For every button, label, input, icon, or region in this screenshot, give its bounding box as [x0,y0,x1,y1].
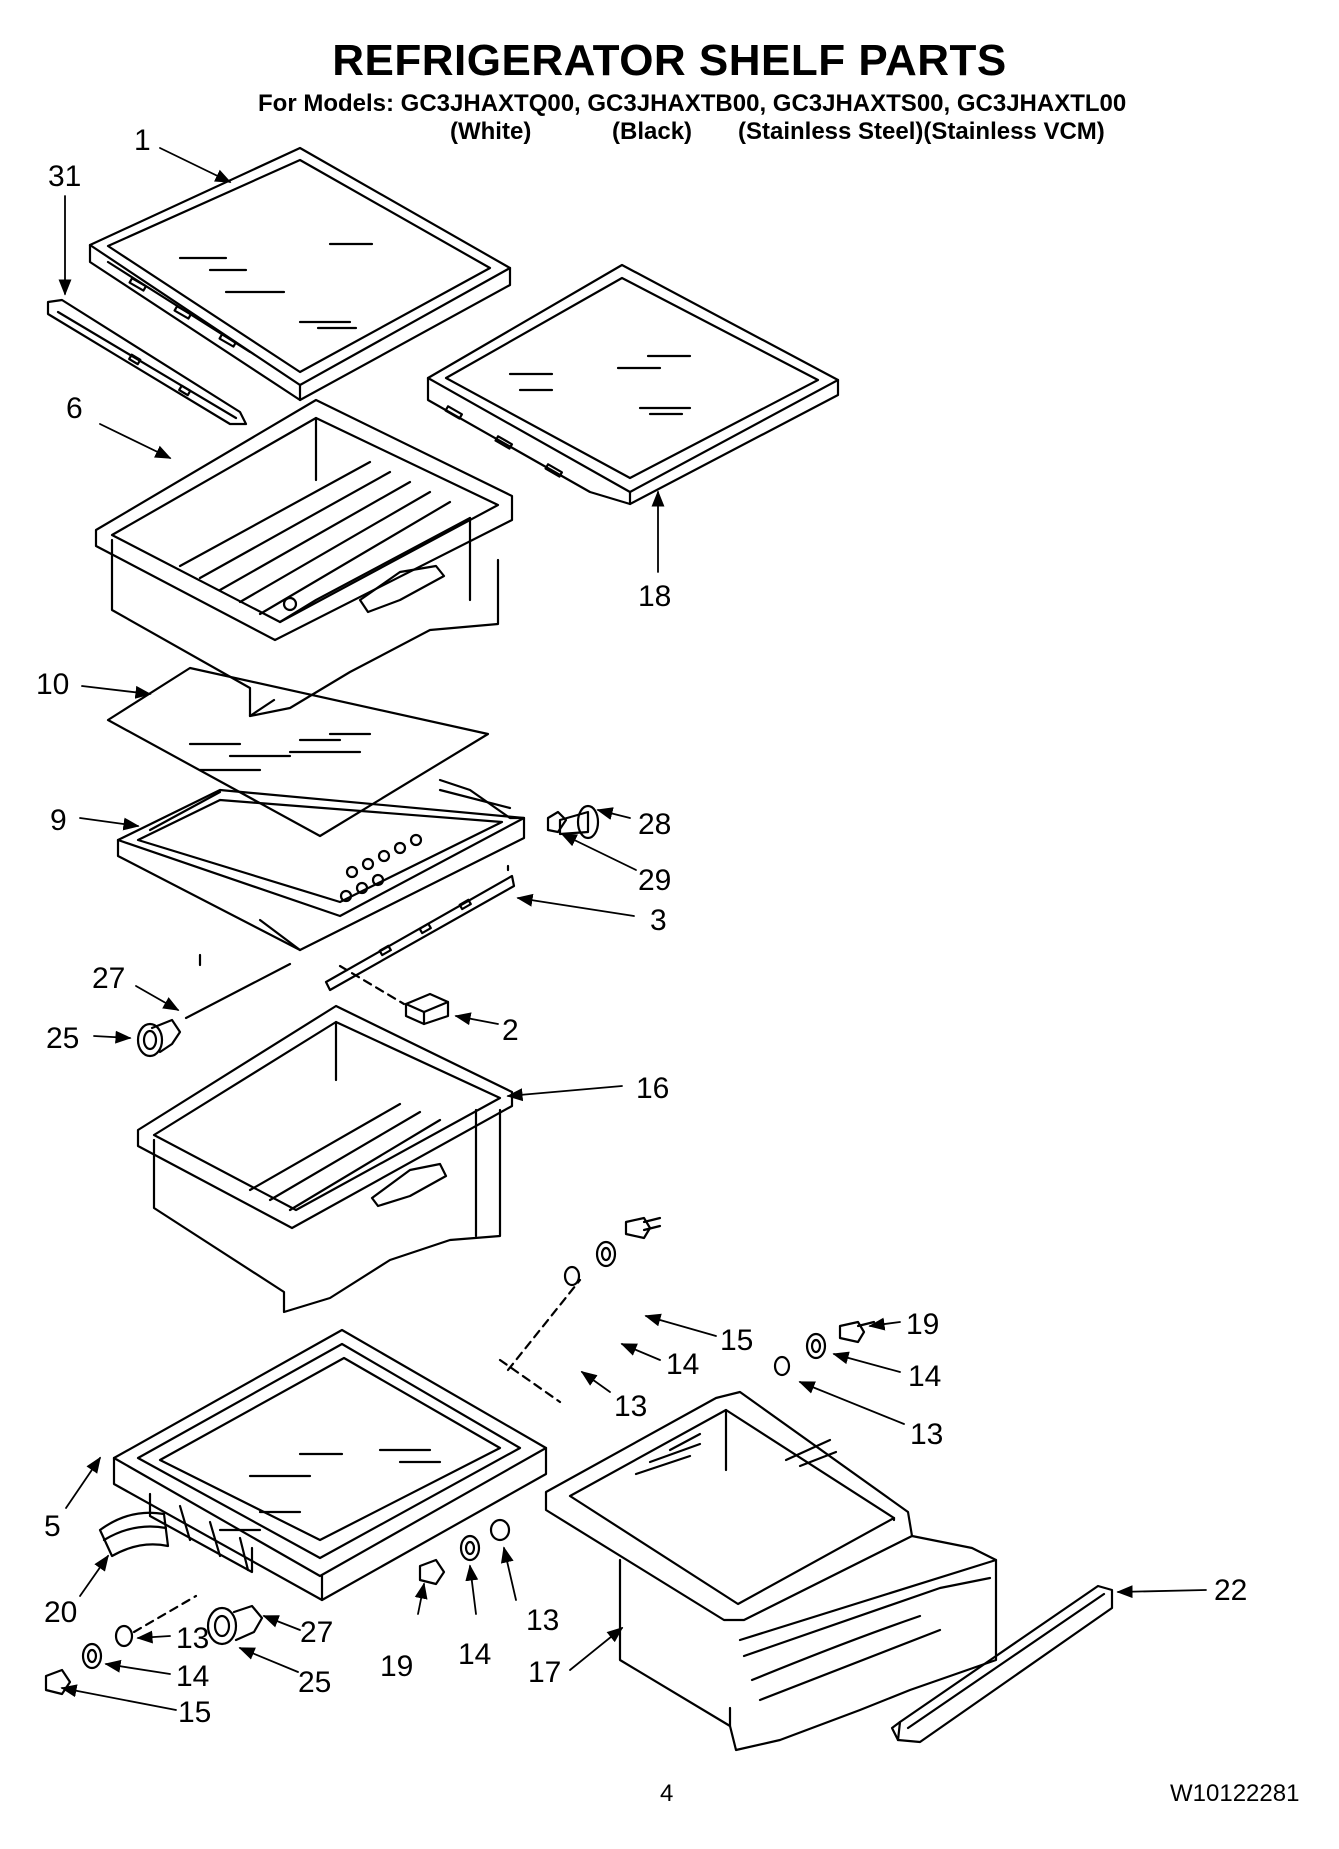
callout-27: 27 [92,962,125,995]
callout-27-lower: 27 [300,1616,333,1649]
callout-28: 28 [638,808,671,841]
part-16-crisper-drawer [136,1004,514,1314]
part-3-bracket [324,860,516,992]
callout-31: 31 [48,160,81,193]
callout-29: 29 [638,864,671,897]
callout-15-upper: 15 [720,1324,753,1357]
callout-16: 16 [636,1072,669,1105]
variant-stainless: (Stainless Steel)(Stainless VCM) [738,118,1105,145]
part-1-glass-shelf [88,146,512,402]
page-number: 4 [660,1780,674,1807]
callout-13-lower-left: 13 [176,1622,209,1655]
variant-black: (Black) [612,118,693,145]
callout-3: 3 [650,904,667,937]
callout-20: 20 [44,1596,77,1629]
part-22-trim [890,1584,1114,1744]
part-20-handle [98,1511,170,1558]
callout-13-upper-left: 13 [614,1390,647,1423]
part-25-27-roller [136,962,292,1058]
callout-14-lower-middle: 14 [458,1638,491,1671]
callout-14-upper-right: 14 [908,1360,941,1393]
part-5-pan-cover [112,1328,562,1602]
callout-labels: 1 31 6 18 10 9 28 29 3 27 25 2 16 15 19 … [36,124,1247,1729]
part-17-meat-pan [544,1390,998,1752]
variant-white: (White) [450,118,532,145]
callout-25: 25 [46,1022,79,1055]
callout-14-lower-left: 14 [176,1660,209,1693]
callout-1: 1 [134,124,151,157]
callout-19-lower: 19 [380,1650,413,1683]
page-title: REFRIGERATOR SHELF PARTS [332,36,1007,85]
hardware-screws-and-spacers [44,1216,876,1696]
part-18-glass-shelf [426,263,840,506]
callout-13-lower-middle: 13 [526,1604,559,1637]
callout-22: 22 [1214,1574,1247,1607]
models-line: For Models: GC3JHAXTQ00, GC3JHAXTB00, GC… [258,90,1127,117]
callout-6: 6 [66,392,83,425]
part-28-29-stop-and-screw [546,804,600,840]
part-9-crisper-cover [116,778,526,967]
callout-19-upper: 19 [906,1308,939,1341]
part-31-shelf-rail [46,298,248,426]
part-2-clip [338,964,450,1026]
part-6-crisper-drawer [94,398,514,718]
callout-14-upper-left: 14 [666,1348,699,1381]
callout-2: 2 [502,1014,519,1047]
callout-17: 17 [528,1656,561,1689]
callout-25-lower: 25 [298,1666,331,1699]
callout-13-upper-right: 13 [910,1418,943,1451]
callout-15-lower: 15 [178,1696,211,1729]
callout-5: 5 [44,1510,61,1543]
callout-arrows [58,147,1207,1711]
callout-18: 18 [638,580,671,613]
part-10-glass-insert [106,666,490,838]
document-number: W10122281 [1170,1780,1300,1807]
callout-10: 10 [36,668,69,701]
callout-9: 9 [50,804,67,837]
